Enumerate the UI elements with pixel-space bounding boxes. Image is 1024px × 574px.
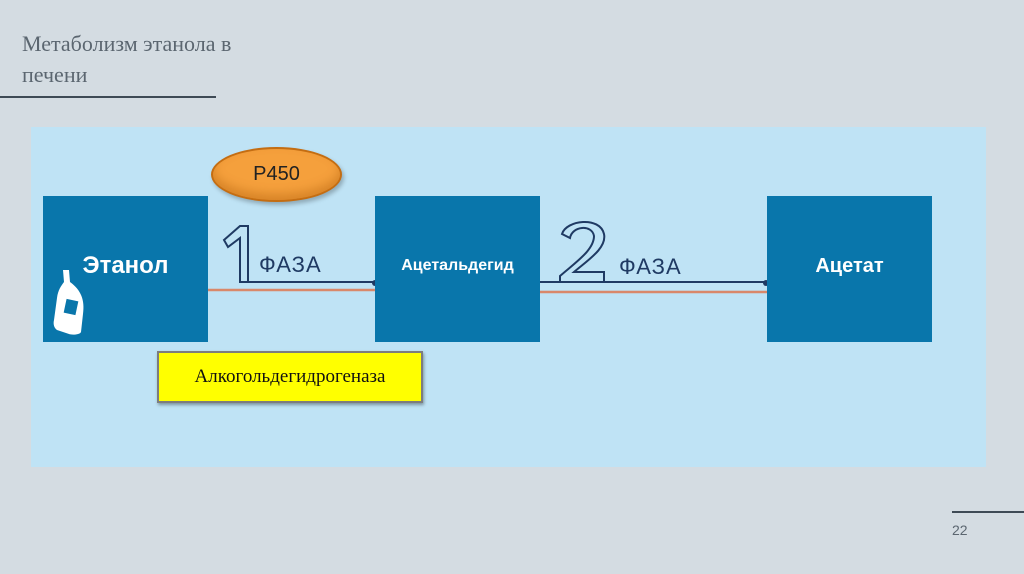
node-acetate-label: Ацетат	[815, 254, 884, 277]
node-acetaldehyde-label: Ацетальдегид	[401, 257, 514, 274]
title-underline	[0, 96, 216, 98]
slide-title: Метаболизм этанола в печени	[22, 31, 232, 87]
node-acetate: Ацетат	[767, 196, 932, 342]
phase-2-label: ФАЗА	[619, 254, 682, 279]
node-acetaldehyde: Ацетальдегид	[375, 196, 540, 342]
bottle-icon	[53, 270, 84, 335]
page-number: 22	[952, 522, 968, 538]
node-ethanol-label: Этанол	[82, 252, 169, 279]
p450-enzyme-badge: Р450	[211, 147, 342, 202]
adh-enzyme-label: Алкогольдегидрогеназа	[157, 351, 423, 403]
phase-2-numeral	[540, 220, 766, 283]
phase-1-label: ФАЗА	[259, 252, 322, 277]
footer-rule	[952, 511, 1024, 513]
phase-1-numeral	[222, 225, 375, 283]
